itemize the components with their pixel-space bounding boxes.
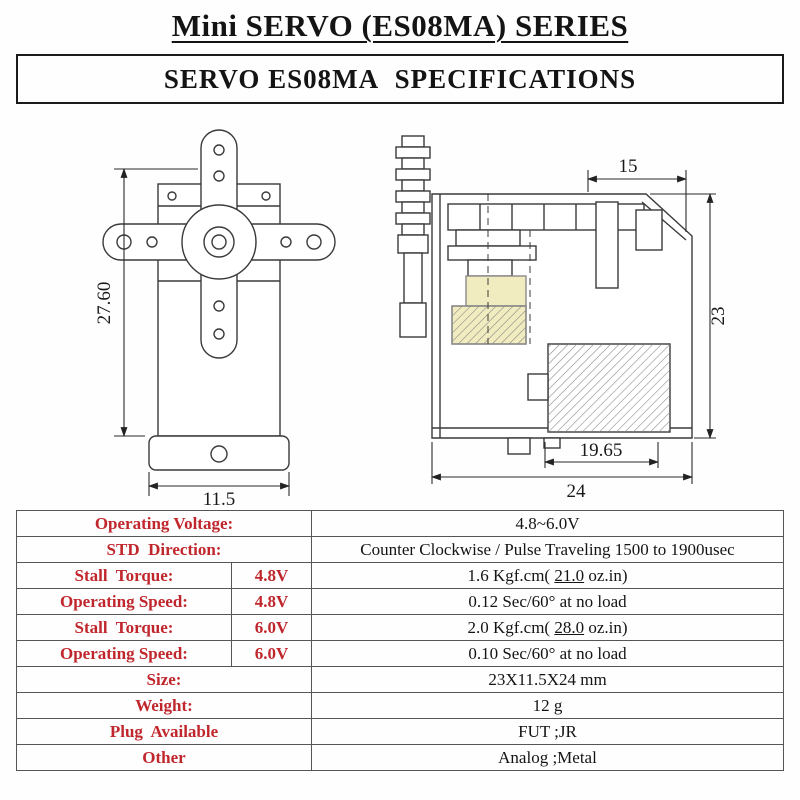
- spec-label: Plug Available: [16, 718, 312, 745]
- table-row: Other Analog ;Metal: [16, 744, 784, 771]
- table-row: Stall Torque: 4.8V 1.6 Kgf.cm( 21.0 oz.i…: [16, 562, 784, 589]
- spec-label: Operating Speed:: [16, 588, 232, 615]
- page-title: Mini SERVO (ES08MA) SERIES: [0, 0, 800, 44]
- spec-value: 1.6 Kgf.cm( 21.0 oz.in): [311, 562, 784, 589]
- mount-tab: [507, 437, 531, 455]
- spec-label: Other: [16, 744, 312, 771]
- gear-zone: [465, 275, 527, 307]
- technical-drawing: 27.60 11.5 15 23 19.65 24: [94, 129, 729, 508]
- dim-side-width: 24: [567, 481, 587, 502]
- spec-label: Operating Speed:: [16, 640, 232, 667]
- spec-value: 4.8~6.0V: [311, 510, 784, 537]
- spec-label: Weight:: [16, 692, 312, 719]
- dim-side-inner: 19.65: [580, 440, 623, 461]
- spec-label: STD Direction:: [16, 536, 312, 563]
- dim-side-top: 15: [619, 156, 638, 177]
- dim-front-width: 11.5: [203, 489, 236, 508]
- spec-value: 0.12 Sec/60° at no load: [311, 588, 784, 615]
- spec-condition: 4.8V: [231, 562, 312, 589]
- front-view: [102, 129, 336, 471]
- table-row: Size: 23X11.5X24 mm: [16, 666, 784, 693]
- spec-condition: 4.8V: [231, 588, 312, 615]
- spec-value: Counter Clockwise / Pulse Traveling 1500…: [311, 536, 784, 563]
- output-spline: [395, 135, 431, 338]
- spec-label: Size:: [16, 666, 312, 693]
- spec-value: FUT ;JR: [311, 718, 784, 745]
- side-view: [395, 135, 693, 455]
- spec-value: Analog ;Metal: [311, 744, 784, 771]
- table-row: STD Direction: Counter Clockwise / Pulse…: [16, 536, 784, 563]
- spec-value: 23X11.5X24 mm: [311, 666, 784, 693]
- dim-side-height: 23: [708, 307, 729, 326]
- spec-value: 12 g: [311, 692, 784, 719]
- subtitle-text: SERVO ES08MA SPECIFICATIONS: [163, 63, 637, 94]
- dimension-lines: 27.60 11.5 15 23 19.65 24: [94, 156, 729, 508]
- spec-label: Operating Voltage:: [16, 510, 312, 537]
- table-row: Stall Torque: 6.0V 2.0 Kgf.cm( 28.0 oz.i…: [16, 614, 784, 641]
- spec-label: Stall Torque:: [16, 562, 232, 589]
- dim-front-height: 27.60: [94, 282, 115, 325]
- table-row: Operating Speed: 6.0V 0.10 Sec/60° at no…: [16, 640, 784, 667]
- spec-condition: 6.0V: [231, 614, 312, 641]
- spec-condition: 6.0V: [231, 640, 312, 667]
- subtitle-box: SERVO ES08MA SPECIFICATIONS: [16, 54, 784, 104]
- table-row: Weight: 12 g: [16, 692, 784, 719]
- page-title-text: Mini SERVO (ES08MA) SERIES: [171, 8, 629, 43]
- spec-value: 0.10 Sec/60° at no load: [311, 640, 784, 667]
- spec-value: 2.0 Kgf.cm( 28.0 oz.in): [311, 614, 784, 641]
- table-row: Operating Voltage: 4.8~6.0V: [16, 510, 784, 537]
- spec-table: Operating Voltage: 4.8~6.0V STD Directio…: [16, 510, 784, 771]
- table-row: Plug Available FUT ;JR: [16, 718, 784, 745]
- spec-label: Stall Torque:: [16, 614, 232, 641]
- table-row: Operating Speed: 4.8V 0.12 Sec/60° at no…: [16, 588, 784, 615]
